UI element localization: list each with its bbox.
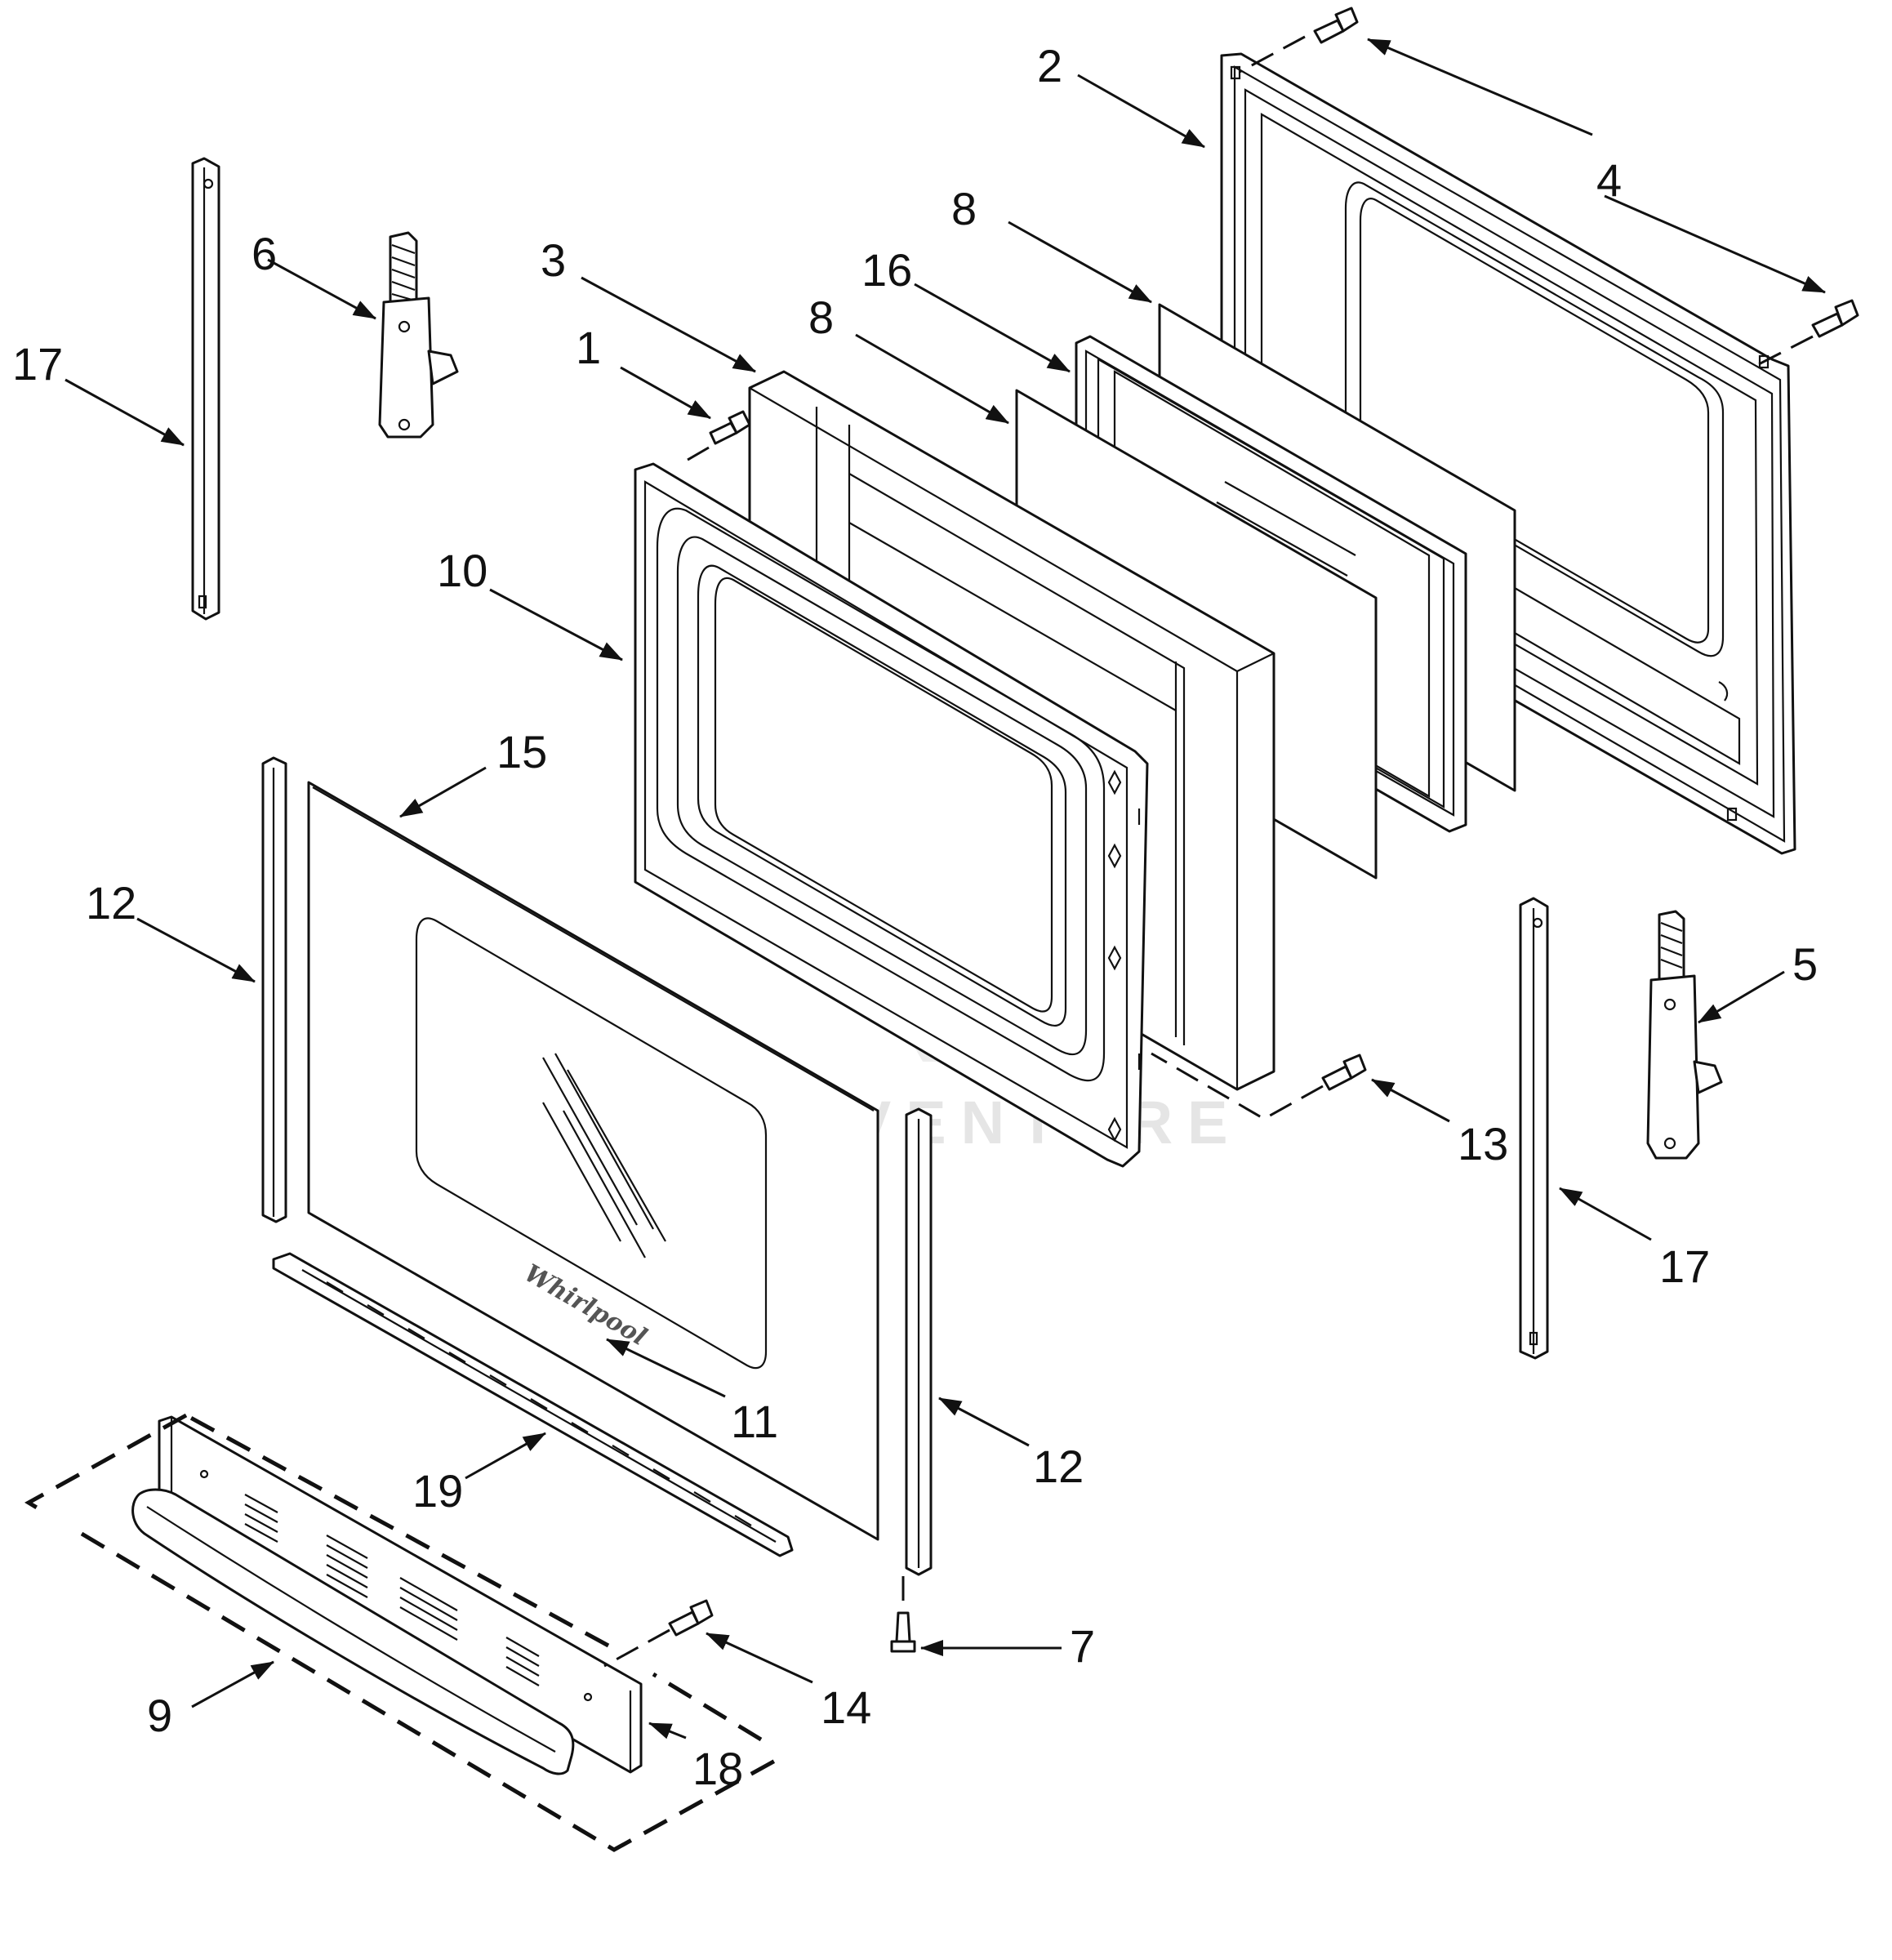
- part-17-hinge-receiver-left: [191, 157, 220, 621]
- callout-12-left: 12: [86, 877, 136, 929]
- screw-part-4-top: [1313, 7, 1359, 44]
- callout-12-right: 12: [1033, 1441, 1084, 1492]
- callout-19: 19: [412, 1465, 463, 1517]
- screw-part-4-bottom: [1811, 299, 1859, 338]
- callout-9: 9: [147, 1690, 172, 1741]
- callout-3: 3: [541, 234, 566, 286]
- part-6-hinge: [378, 231, 459, 439]
- part-19-vent-strip: [272, 1252, 794, 1557]
- part-15-outer-glass: [307, 781, 879, 1541]
- callout-16: 16: [861, 244, 912, 296]
- part-5-hinge: [1646, 910, 1723, 1160]
- callout-8-front: 8: [808, 292, 834, 343]
- callout-1: 1: [576, 322, 601, 373]
- callout-2: 2: [1037, 40, 1062, 91]
- callout-5: 5: [1792, 938, 1818, 990]
- screw-part-13: [1321, 1054, 1367, 1091]
- part-9-door-handle: [131, 1488, 575, 1775]
- callout-10: 10: [437, 545, 487, 596]
- part-12-side-trim-right: [905, 1107, 933, 1576]
- screw-part-14: [668, 1599, 714, 1637]
- leader-arrows: [65, 38, 1826, 1740]
- screw-part-7: [890, 1611, 916, 1653]
- screw-part-1: [709, 410, 751, 445]
- callout-8-back: 8: [951, 183, 977, 234]
- callout-13: 13: [1458, 1118, 1508, 1169]
- callout-14: 14: [821, 1682, 871, 1733]
- alignment-lines: [603, 35, 1814, 1668]
- callout-17-left: 17: [12, 338, 63, 390]
- callout-15: 15: [496, 726, 547, 777]
- callout-17-right: 17: [1659, 1241, 1710, 1292]
- assembly-outline: [24, 1413, 786, 1852]
- callout-11: 11: [731, 1396, 778, 1447]
- callout-6: 6: [252, 228, 277, 279]
- callout-18: 18: [692, 1743, 743, 1794]
- part-10-door-frame: [634, 462, 1149, 1168]
- callout-4: 4: [1596, 154, 1622, 206]
- callout-7: 7: [1070, 1620, 1095, 1672]
- part-18-vent-panel: [158, 1415, 643, 1774]
- callout-labels: 2 4 8 16 8 3 1 6 17 10 15 12 5 13 17 11 …: [12, 40, 1818, 1794]
- part-12-side-trim-left: [261, 756, 287, 1223]
- part-17-hinge-receiver-right: [1519, 897, 1549, 1360]
